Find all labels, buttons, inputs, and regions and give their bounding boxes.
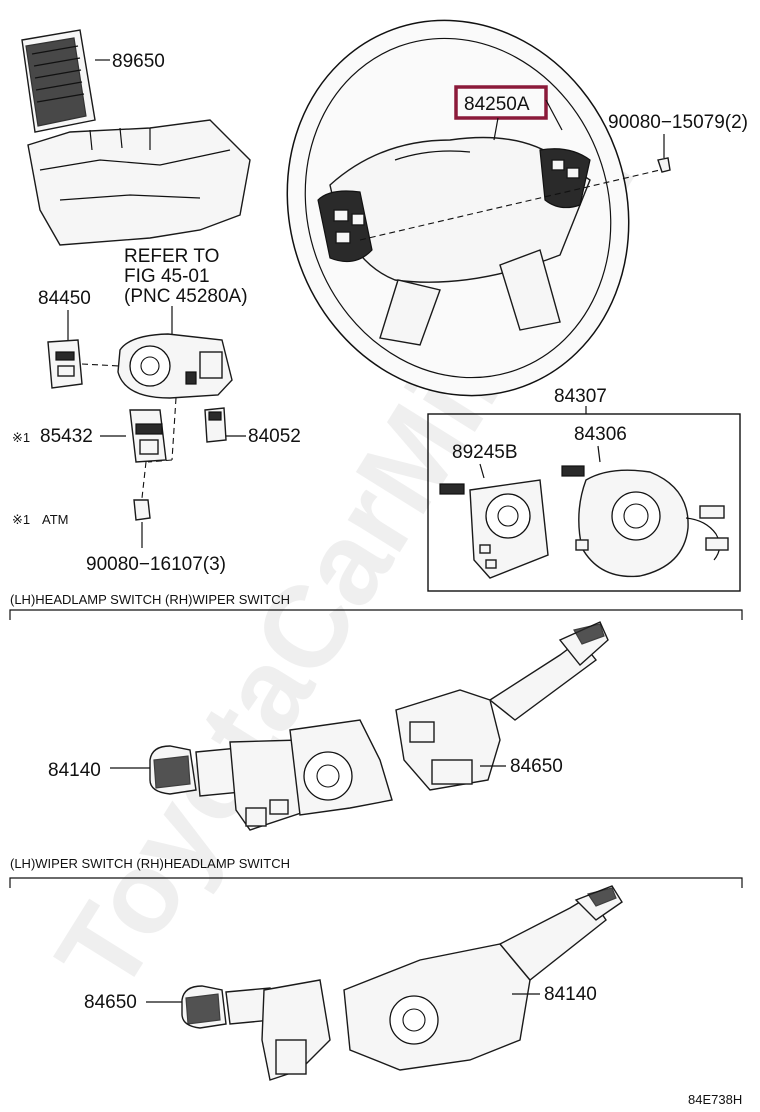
highlight-box <box>454 85 548 120</box>
note-mark-1: ※1 <box>12 430 30 445</box>
label-89650: 89650 <box>112 51 165 72</box>
wiper-switch-84650-rh[interactable] <box>395 621 609 791</box>
screw-90080-16107[interactable] <box>133 499 151 521</box>
note-mark-2: ※1 <box>12 512 30 527</box>
switch-84250A[interactable]: 84250A <box>454 85 548 120</box>
headlamp-switch-84140-rh[interactable] <box>343 885 623 1071</box>
wiper-switch-84650-lh[interactable] <box>181 979 331 1081</box>
label-84140-a: 84140 <box>48 760 101 781</box>
section-bracket-2 <box>9 877 743 888</box>
spiral-cable-box <box>427 413 741 592</box>
label-84650-a: 84650 <box>510 756 563 777</box>
section-bracket-1 <box>9 609 743 620</box>
label-84052: 84052 <box>248 426 301 447</box>
section-title-2: (LH)WIPER SWITCH (RH)HEADLAMP SWITCH <box>10 856 290 871</box>
combination-switch-body[interactable] <box>117 333 233 399</box>
screw-90080-15079[interactable] <box>657 157 671 173</box>
refer-line2: FIG 45-01 <box>124 266 210 287</box>
label-89245B: 89245B <box>452 442 518 463</box>
spiral-cable-84306[interactable] <box>561 465 729 578</box>
refer-line3: (PNC 45280A) <box>124 286 248 307</box>
label-90080-16107: 90080−16107(3) <box>86 554 226 575</box>
diagram-code: 84E738H <box>688 1092 742 1107</box>
connector-84052[interactable] <box>204 407 227 443</box>
label-84650-b: 84650 <box>84 992 137 1013</box>
label-90080-15079: 90080−15079(2) <box>608 112 748 133</box>
label-84250A: 84250A <box>464 94 530 115</box>
switch-84450[interactable] <box>47 339 83 389</box>
sensor-89245B[interactable] <box>439 479 549 579</box>
label-84306: 84306 <box>574 424 627 445</box>
note-atm: ATM <box>42 512 68 527</box>
label-85432: 85432 <box>40 426 93 447</box>
refer-line1: REFER TO <box>124 246 219 267</box>
cruise-computer-89650[interactable] <box>21 29 251 246</box>
switch-85432[interactable] <box>129 409 167 463</box>
label-84140-b: 84140 <box>544 984 597 1005</box>
label-84450: 84450 <box>38 288 91 309</box>
label-84307: 84307 <box>554 386 607 407</box>
headlamp-switch-84140-lh[interactable] <box>149 719 393 831</box>
section-title-1: (LH)HEADLAMP SWITCH (RH)WIPER SWITCH <box>10 592 290 607</box>
steering-wheel[interactable] <box>235 0 681 444</box>
